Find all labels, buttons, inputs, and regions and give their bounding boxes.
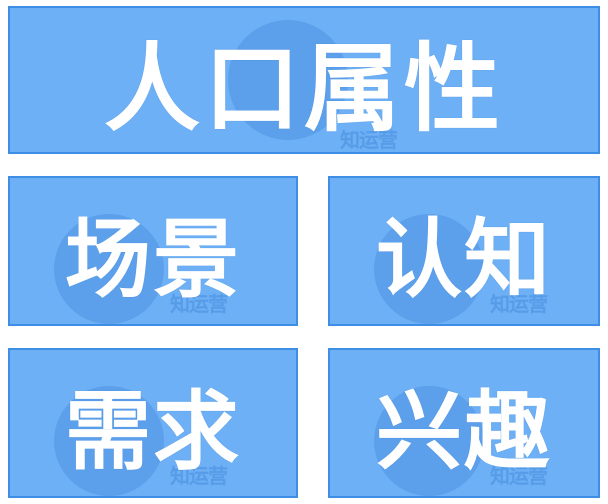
watermark-badge [54,214,164,324]
tile-demographics: 知运营 人口属性 [8,6,600,154]
tile-cognition: 知运营 认知 [328,176,600,326]
watermark-text: 知运营 [490,292,548,316]
watermark-badge [228,20,348,140]
tile-label: 人口属性 [104,32,504,145]
tile-label: 认知 [376,209,552,310]
watermark-badge [374,386,484,496]
watermark-text: 知运营 [170,464,228,488]
tile-label: 兴趣 [376,381,552,482]
tile-scenario: 知运营 场景 [8,176,298,326]
tile-label: 场景 [65,209,241,310]
watermark-badge [374,214,484,324]
tile-interests: 知运营 兴趣 [328,348,600,498]
watermark-badge [54,386,164,496]
tile-needs: 知运营 需求 [8,348,298,498]
watermark-text: 知运营 [490,464,548,488]
tile-label: 需求 [65,381,241,482]
watermark-text: 知运营 [340,128,398,152]
watermark-text: 知运营 [170,292,228,316]
